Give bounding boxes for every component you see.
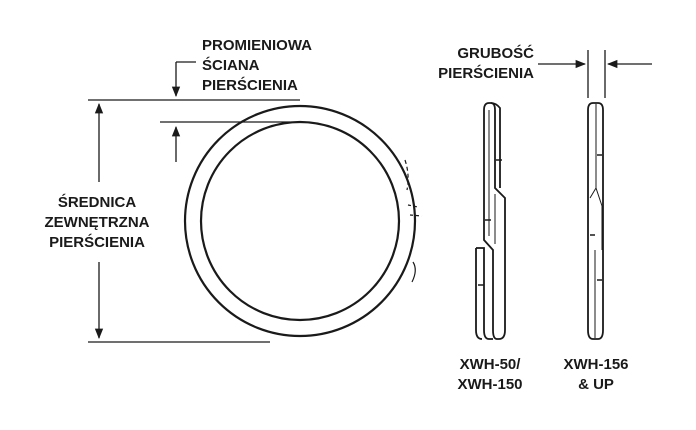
model-b-label: XWH-156 & UP: [546, 355, 646, 395]
thickness-label: GRUBOŚĆ PIERŚCIENIA: [434, 44, 534, 84]
thickness-line-1: GRUBOŚĆ: [457, 45, 534, 62]
side-view-b-transition: [589, 104, 603, 250]
ring-overlap-hidden-line: [404, 159, 409, 191]
radial-wall-dimension: [160, 61, 290, 162]
outer-diameter-dimension: [88, 99, 300, 343]
model-a-line-2: XWH-150: [457, 376, 523, 393]
radial-wall-line-3: PIERŚCIENIA: [202, 77, 298, 94]
model-a-label: XWH-50/ XWH-150: [440, 355, 540, 395]
model-b-line-2: & UP: [578, 376, 614, 393]
outer-diameter-line-1: ŚREDNICA: [57, 194, 137, 211]
model-b-line-1: XWH-156: [563, 356, 629, 373]
side-view-a-coil-1: [483, 102, 506, 340]
side-view-a-coil-edge: [475, 248, 483, 340]
outer-diameter-label: ŚREDNICA ZEWNĘTRZNA PIERŚCIENIA: [22, 193, 172, 253]
side-view-a-coil-2: [490, 102, 501, 188]
radial-wall-label: PROMIENIOWA ŚCIANA PIERŚCIENIA: [202, 36, 312, 96]
ring-outer-edge: [183, 104, 417, 338]
side-view-b-outline: [587, 102, 604, 340]
ring-inner-edge: [199, 120, 401, 322]
ring-front-view: [183, 104, 423, 338]
ring-overlap-end: [411, 261, 416, 283]
side-view-a-coil-3: [476, 247, 493, 340]
outer-diameter-line-3: PIERŚCIENIA: [49, 234, 145, 251]
side-view-xwh-156-up: [587, 102, 604, 340]
radial-wall-line-1: PROMIENIOWA: [202, 37, 313, 54]
thickness-dimension: [538, 50, 652, 98]
model-a-line-1: XWH-50/: [459, 356, 521, 373]
thickness-line-2: PIERŚCIENIA: [438, 65, 534, 82]
outer-diameter-line-2: ZEWNĘTRZNA: [44, 214, 150, 231]
side-view-xwh-50-150: [475, 102, 506, 340]
ring-overlap-hidden-ends: [407, 204, 423, 217]
radial-wall-line-2: ŚCIANA: [202, 57, 260, 74]
